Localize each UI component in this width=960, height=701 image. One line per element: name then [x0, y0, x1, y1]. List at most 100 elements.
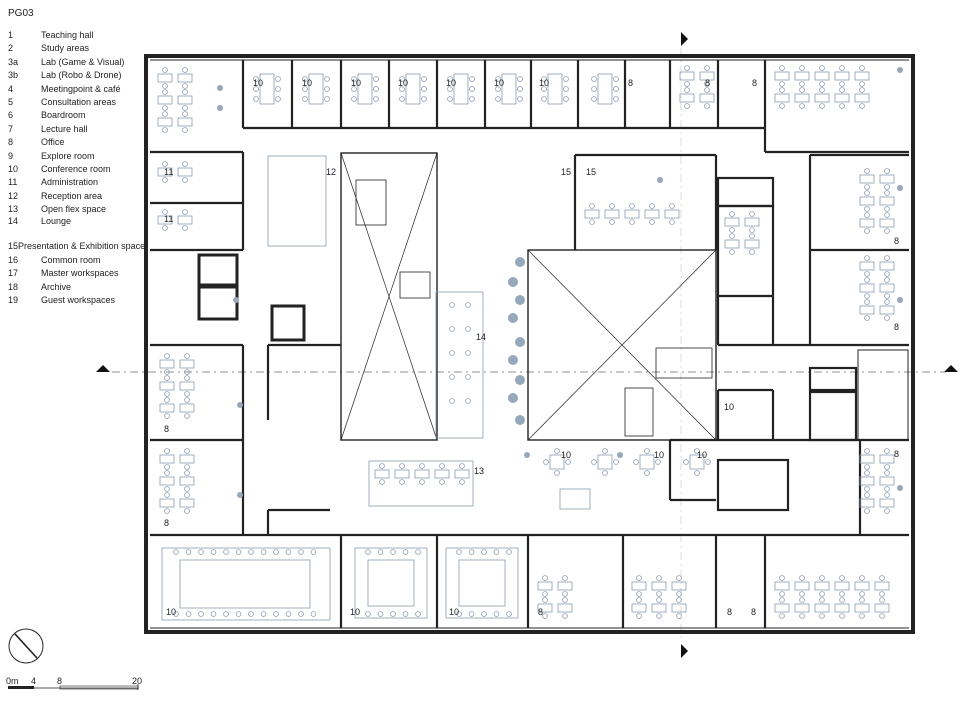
- desk: [774, 603, 790, 613]
- chair: [184, 448, 190, 454]
- chair: [248, 549, 254, 555]
- chair: [235, 611, 242, 617]
- plant: [515, 415, 525, 425]
- desk: [814, 93, 830, 103]
- desk: [671, 581, 687, 591]
- chair: [439, 479, 445, 485]
- chair: [184, 470, 190, 476]
- room-number: 10: [253, 78, 263, 88]
- chair: [324, 76, 330, 82]
- chair: [481, 549, 487, 555]
- legend-label: Common room: [41, 254, 101, 265]
- chair: [879, 575, 885, 581]
- atrium-void-west: [340, 152, 438, 441]
- desk: [453, 73, 469, 105]
- chair: [694, 470, 700, 476]
- legend-number: 11: [8, 177, 18, 188]
- chair: [644, 448, 650, 454]
- chair: [602, 448, 608, 454]
- chair: [839, 597, 845, 603]
- desk: [434, 469, 450, 479]
- plant: [233, 297, 239, 303]
- desk: [794, 71, 810, 81]
- chair: [542, 575, 548, 581]
- chair: [864, 508, 870, 514]
- desk: [794, 93, 810, 103]
- chair: [591, 459, 597, 465]
- chair: [182, 161, 188, 167]
- chair: [447, 76, 453, 82]
- desk: [557, 581, 573, 591]
- chair: [399, 86, 405, 92]
- chair: [649, 203, 655, 209]
- desk: [159, 381, 175, 391]
- chair: [864, 299, 870, 305]
- desk: [671, 603, 687, 613]
- chair: [185, 549, 192, 555]
- chair: [439, 463, 445, 469]
- room-number: 10: [561, 450, 571, 460]
- desk: [651, 603, 667, 613]
- chair: [864, 212, 870, 218]
- chair: [185, 611, 192, 617]
- chair: [884, 448, 890, 454]
- desk: [537, 603, 553, 613]
- chair: [164, 464, 170, 470]
- chair: [563, 96, 569, 102]
- chair: [260, 611, 267, 617]
- chair: [859, 81, 865, 87]
- chair: [351, 86, 357, 92]
- chair: [541, 96, 547, 102]
- east-wing: [668, 153, 909, 535]
- room-number: 10: [539, 78, 549, 88]
- desk: [794, 603, 810, 613]
- chair: [884, 486, 890, 492]
- chair: [399, 479, 405, 485]
- room-number: 10: [350, 607, 360, 617]
- chair: [365, 611, 371, 617]
- chair: [779, 87, 785, 93]
- chair: [456, 549, 462, 555]
- desk: [177, 117, 193, 127]
- chair: [495, 96, 501, 102]
- chair: [399, 96, 405, 102]
- desk: [157, 167, 173, 177]
- chair: [879, 597, 885, 603]
- desk: [699, 93, 715, 103]
- chair: [613, 96, 619, 102]
- chair: [182, 225, 188, 231]
- chair: [173, 549, 179, 555]
- chair: [415, 549, 421, 555]
- chair: [839, 65, 845, 71]
- chair: [542, 591, 548, 597]
- chair: [839, 613, 845, 619]
- legend-label: Consultation areas: [41, 96, 117, 107]
- room-number: 10: [398, 78, 408, 88]
- chair: [729, 249, 735, 255]
- chair: [495, 86, 501, 92]
- desk: [308, 73, 324, 105]
- chair: [310, 549, 317, 555]
- chair: [729, 211, 735, 217]
- desk: [644, 209, 660, 219]
- chair: [864, 277, 870, 283]
- chair: [182, 83, 188, 89]
- chair: [864, 206, 870, 212]
- chair: [633, 459, 639, 465]
- chair: [819, 575, 825, 581]
- desk: [501, 73, 517, 105]
- desk: [874, 603, 890, 613]
- desk: [879, 261, 895, 271]
- chair: [182, 127, 188, 133]
- chair: [310, 611, 317, 617]
- desk: [157, 73, 173, 83]
- chair: [799, 103, 805, 109]
- chair: [298, 549, 304, 555]
- desk: [814, 71, 830, 81]
